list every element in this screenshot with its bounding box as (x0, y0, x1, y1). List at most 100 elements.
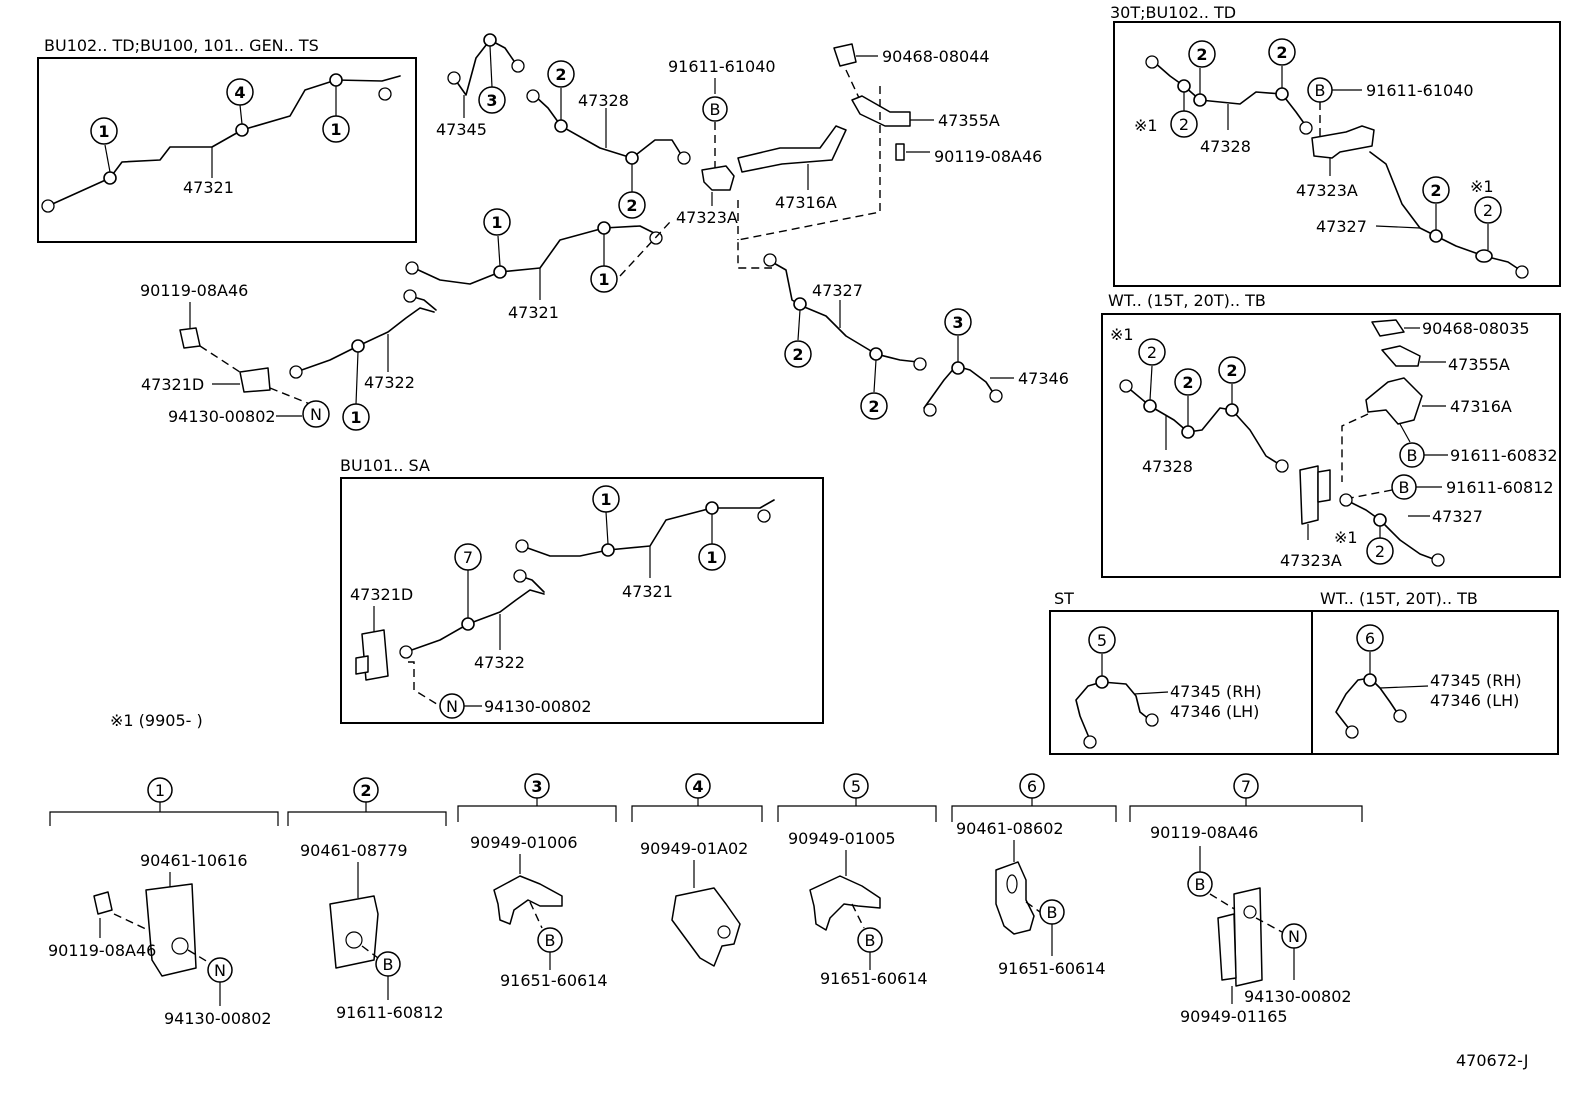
callout-2: 2 (784, 340, 812, 368)
clamp-90949-01165 (1233, 887, 1263, 987)
svg-text:2: 2 (868, 397, 879, 416)
callout-2: 2 (860, 392, 888, 420)
svg-text:N: N (446, 697, 458, 716)
callout-1: 1 (590, 265, 618, 293)
brake-line-47321 (521, 499, 775, 557)
figure-id: 470672-J (1456, 1051, 1528, 1070)
part-number: 91651-60614 (820, 969, 928, 988)
callout-B: B (1187, 871, 1213, 897)
callout-2: 2 (1138, 338, 1166, 366)
svg-text:6: 6 (1365, 629, 1375, 648)
flexible-hose-47345 (453, 39, 517, 96)
callout-N: N (302, 400, 330, 428)
variant-frame (1101, 313, 1561, 578)
brake-line-47322 (295, 307, 435, 373)
part-number: 90461-08602 (956, 819, 1064, 838)
svg-text:B: B (1047, 903, 1058, 922)
svg-text:2: 2 (1182, 373, 1193, 392)
clamp-90949-01005 (809, 875, 881, 931)
part-number: 47328 (1142, 457, 1193, 476)
part-number: 91651-60614 (500, 971, 608, 990)
part-number: 94130-00802 (1244, 987, 1352, 1006)
part-number: 47328 (578, 91, 629, 110)
clamp-90949-01006 (493, 875, 563, 925)
callout-7: 7 (454, 543, 482, 571)
callout-4: 4 (685, 773, 711, 799)
callout-4: 4 (226, 78, 254, 106)
variant-label: ST (1054, 589, 1074, 608)
clamp-90461-08602 (995, 861, 1035, 935)
svg-text:1: 1 (491, 213, 502, 232)
svg-text:B: B (1407, 446, 1418, 465)
part-number: 47327 (1432, 507, 1483, 526)
part-number: 47316A (775, 193, 837, 212)
variant-frame (1113, 21, 1561, 287)
svg-text:6: 6 (1027, 777, 1037, 796)
svg-text:B: B (1195, 875, 1206, 894)
callout-2: 2 (1422, 176, 1450, 204)
asterisk-note: ※1 (1110, 325, 1134, 344)
callout-2: 2 (618, 191, 646, 219)
part-number: 47323A (1280, 551, 1342, 570)
variant-label: 30T;BU102.. TD (1110, 3, 1236, 22)
svg-text:2: 2 (1147, 343, 1157, 362)
svg-text:1: 1 (155, 781, 165, 800)
clamp-90461-10616 (145, 883, 197, 977)
brake-line-47328 (534, 95, 683, 159)
callout-B: B (857, 927, 883, 953)
variant-frame (340, 477, 824, 724)
flexible-hose-47316a (737, 125, 847, 173)
svg-text:2: 2 (1179, 115, 1189, 134)
part-number: 47346 (LH) (1170, 702, 1259, 721)
part-number: 91651-60614 (998, 959, 1106, 978)
clamp-details: 1 90461-10616 90119-08A46 N 94130-00802 … (48, 773, 1363, 1028)
brake-line-47322 (405, 589, 545, 653)
callout-2: 2 (1268, 38, 1296, 66)
svg-text:2: 2 (792, 345, 803, 364)
svg-text:B: B (383, 955, 394, 974)
bolt (93, 891, 113, 915)
part-number: 91611-60812 (1446, 478, 1554, 497)
callout-5: 5 (1088, 626, 1116, 654)
variant-box-st: ST WT.. (15T, 20T).. TB 5 47345 (RH) 473… (1049, 589, 1559, 755)
brake-line-47327 (1345, 499, 1437, 561)
flexible-hose-47316a (1365, 377, 1423, 425)
svg-text:2: 2 (1226, 361, 1237, 380)
callout-3: 3 (524, 773, 550, 799)
svg-text:B: B (710, 100, 721, 119)
part-number: 94130-00802 (484, 697, 592, 716)
part-number: 90949-01A02 (640, 839, 748, 858)
flare-nut (378, 87, 392, 101)
part-number: 47322 (364, 373, 415, 392)
part-number: 90461-10616 (140, 851, 248, 870)
svg-text:B: B (865, 931, 876, 950)
callout-1: 1 (90, 117, 118, 145)
svg-text:7: 7 (463, 548, 473, 567)
svg-text:B: B (1315, 81, 1326, 100)
part-number: 91611-61040 (668, 57, 776, 76)
callout-B: B (1399, 442, 1425, 468)
callout-2: 2 (353, 777, 379, 803)
part-number: 90119-08A46 (934, 147, 1042, 166)
brake-line-47328 (1153, 61, 1307, 127)
part-number: 47321D (141, 375, 204, 394)
bracket-47355a (851, 95, 911, 127)
svg-text:B: B (1399, 478, 1410, 497)
svg-text:3: 3 (952, 313, 963, 332)
brake-line-47321 (47, 75, 401, 207)
callout-1: 1 (322, 115, 350, 143)
svg-text:2: 2 (1375, 542, 1385, 561)
callout-N: N (207, 957, 233, 983)
part-number: 47321 (183, 178, 234, 197)
variant-frame (37, 57, 417, 243)
flexible-hose-st (1075, 681, 1151, 741)
asterisk-note: ※1 (1470, 177, 1494, 196)
part-number: 47346 (LH) (1430, 691, 1519, 710)
svg-text:N: N (310, 405, 322, 424)
variant-label: BU102.. TD;BU100, 101.. GEN.. TS (44, 36, 319, 55)
clamp-47321d (239, 367, 271, 393)
callout-2: 2 (1170, 110, 1198, 138)
bracket-47355a (1381, 345, 1421, 367)
callout-2: 2 (1218, 356, 1246, 384)
bolt (179, 327, 201, 349)
